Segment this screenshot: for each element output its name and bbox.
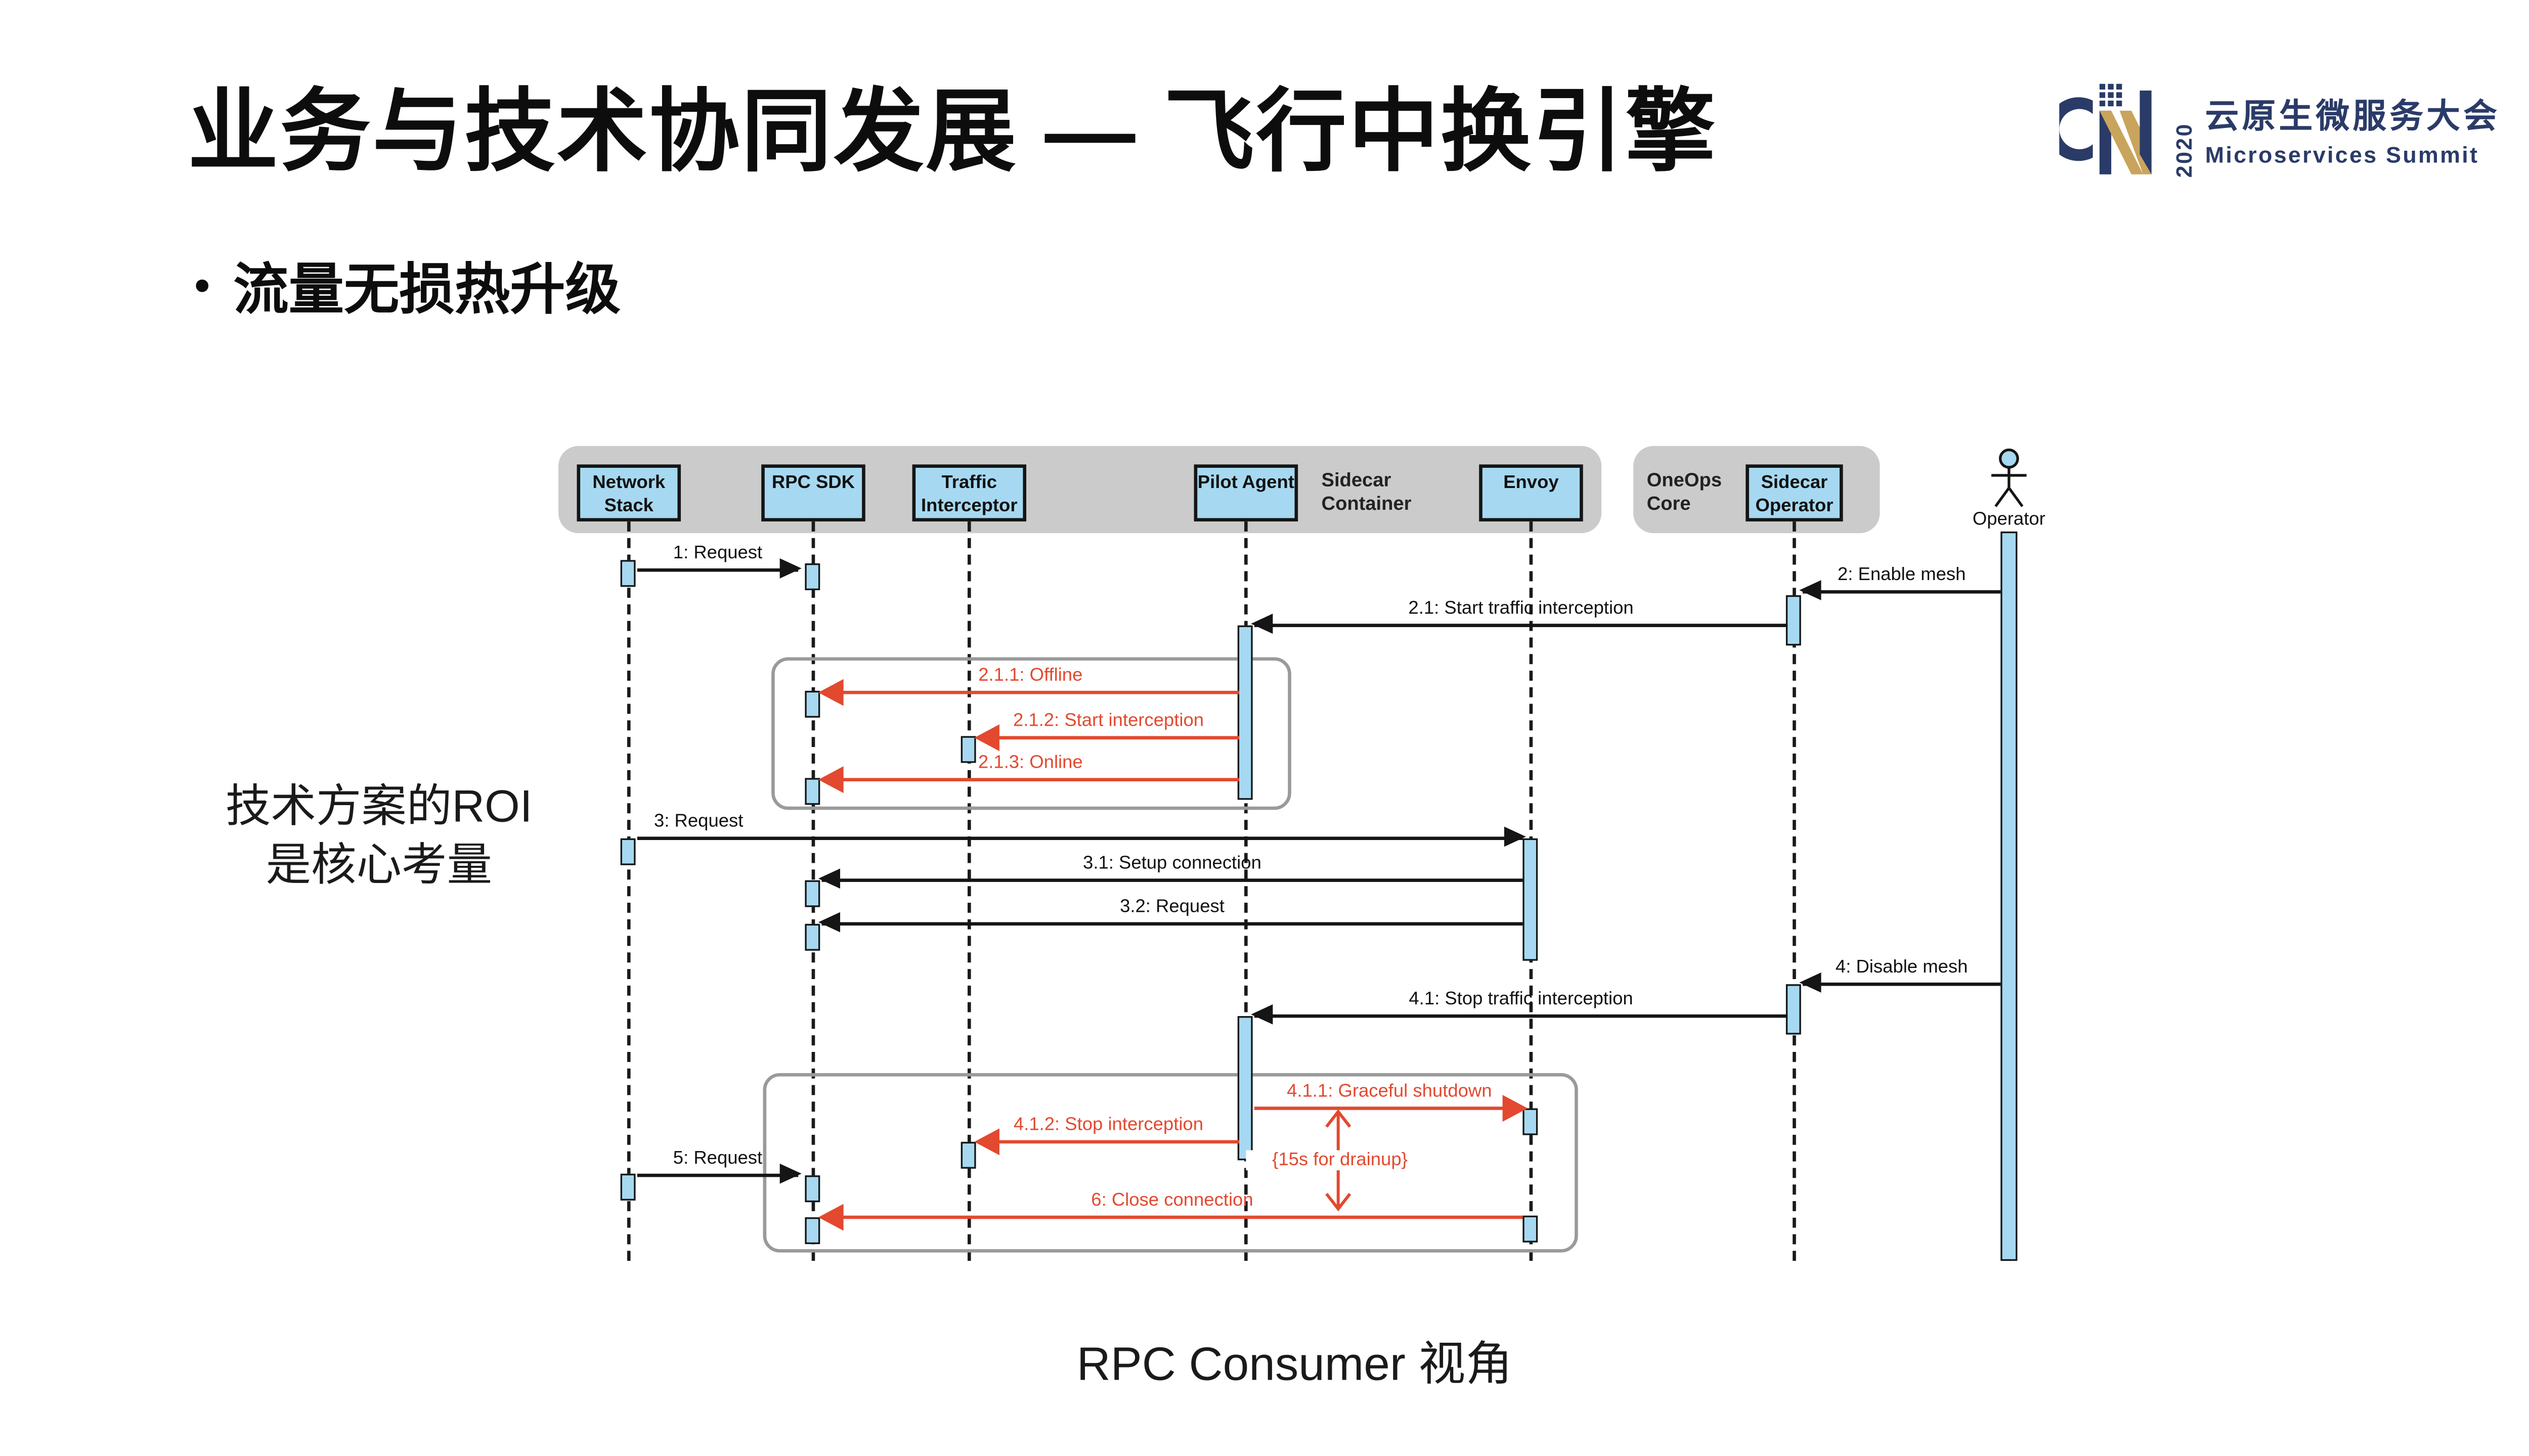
- operator-actor-icon: [1984, 448, 2034, 518]
- side-note-line2: 是核心考量: [266, 840, 493, 891]
- operator-actor-label: Operator: [1972, 509, 2045, 530]
- arrowhead-icon: [818, 765, 844, 792]
- activation: [1785, 595, 1801, 646]
- activation: [1522, 1215, 1538, 1243]
- arrowhead-icon: [1251, 1004, 1273, 1025]
- sidecar-container-label: Sidecar Container: [1321, 471, 1412, 516]
- activation-pilot-agent-1: [1237, 625, 1253, 800]
- activation: [805, 778, 820, 805]
- arrowhead-icon: [1251, 613, 1273, 634]
- activation: [805, 1217, 820, 1245]
- arrowhead-icon: [1504, 826, 1527, 847]
- lifeline-pilot-agent: [1244, 521, 1248, 1261]
- arrowhead-icon: [818, 868, 841, 889]
- activation: [620, 838, 636, 865]
- logo-title-cn: 云原生微服务大会: [2205, 98, 2501, 136]
- activation: [961, 1141, 976, 1169]
- activation: [805, 923, 820, 951]
- activation-pilot-agent-2: [1237, 1016, 1253, 1161]
- arrowhead-icon: [818, 912, 841, 933]
- arrowhead-icon: [779, 1163, 802, 1184]
- drainup-note: {15s for drainup}: [1246, 1150, 1434, 1171]
- lifeline-network-stack: [627, 521, 631, 1261]
- arrowhead-icon: [974, 1127, 999, 1155]
- sidecar-container-group: [558, 446, 1602, 534]
- logo-title-en: Microservices Summit: [2205, 142, 2479, 167]
- participant-pilot-agent: Pilot Agent: [1194, 464, 1298, 522]
- activation: [805, 563, 820, 591]
- arrowhead-icon: [818, 1203, 844, 1230]
- bullet-text: 流量无损热升级: [233, 258, 621, 321]
- arrowhead-icon: [779, 558, 802, 579]
- bullet-line: • 流量无损热升级: [195, 245, 621, 325]
- activation: [805, 1175, 820, 1203]
- cn-logo-icon: [2046, 80, 2163, 186]
- activation: [620, 1173, 636, 1201]
- participant-sidecar-operator: Sidecar Operator: [1746, 464, 1843, 522]
- arrowhead-icon: [1799, 972, 1821, 993]
- activation: [805, 880, 820, 907]
- lifeline-sidecar-operator: [1793, 521, 1796, 1261]
- activation: [1785, 984, 1801, 1035]
- participant-network-stack: Network Stack: [577, 464, 681, 522]
- arrowhead-icon: [1502, 1094, 1528, 1121]
- page-title: 业务与技术协同发展 — 飞行中换引擎: [188, 82, 1718, 183]
- lifeline-traffic-interceptor: [967, 521, 971, 1261]
- participant-traffic-interceptor: Traffic Interceptor: [912, 464, 1027, 522]
- arrowhead-icon: [1799, 580, 1821, 600]
- activation-operator: [2000, 531, 2018, 1261]
- bullet-dot: •: [194, 259, 210, 311]
- side-note-line1: 技术方案的ROI: [225, 781, 533, 832]
- arrowhead-icon: [974, 723, 999, 751]
- oneops-core-label: OneOps Core: [1646, 471, 1722, 516]
- participant-rpc-sdk: RPC SDK: [761, 464, 865, 522]
- activation-envoy-1: [1522, 838, 1538, 961]
- activation: [620, 560, 636, 587]
- activation: [961, 736, 976, 763]
- activation: [805, 690, 820, 718]
- logo-year: 2020: [2171, 121, 2197, 177]
- participant-envoy: Envoy: [1479, 464, 1583, 522]
- diagram-caption: RPC Consumer 视角: [1076, 1338, 1513, 1390]
- fragment-frame-interception-start: [771, 657, 1291, 810]
- arrowhead-icon: [818, 678, 844, 705]
- side-note: 技术方案的ROI 是核心考量: [154, 778, 604, 895]
- fragment-frame-interception-stop: [763, 1073, 1578, 1253]
- conference-logo: 2020 云原生微服务大会 Microservices Summit: [2046, 80, 2501, 186]
